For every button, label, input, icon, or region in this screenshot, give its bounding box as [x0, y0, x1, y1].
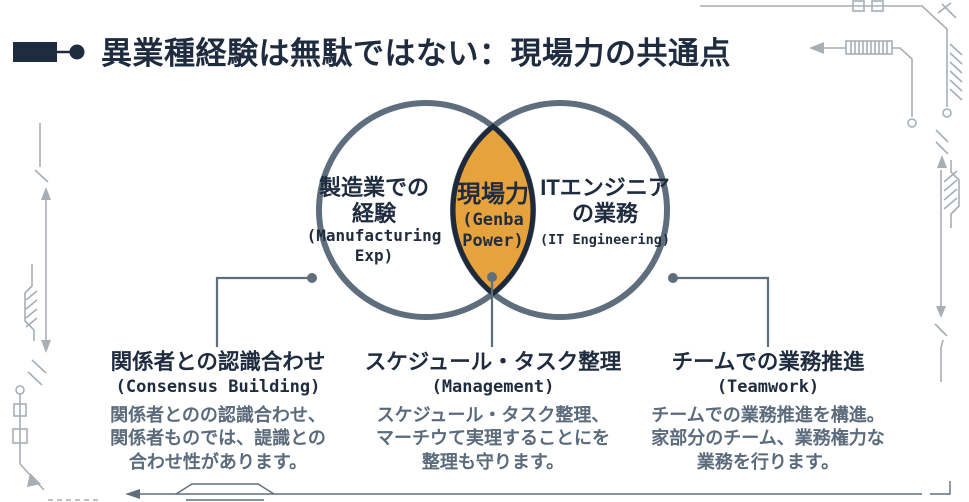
title-row: 異業種経験は無駄ではない：現場力の共通点	[13, 28, 731, 73]
column-heading: スケジュール・タスク整理	[364, 350, 622, 374]
column-subheading: (Teamwork)	[716, 376, 820, 397]
column-body: スケジュール・タスク整理、 マーチウて実理することにを 整理も守ります。	[376, 404, 610, 472]
venn-center-sublabel: (Genba Power)	[462, 210, 524, 251]
column-body: 関係者とのの認識合わせ、 関係者ものでは、諟識との 合わせ性があります。	[110, 404, 326, 472]
column-subheading: (Consensus Building)	[115, 376, 321, 397]
page-title: 異業種経験は無駄ではない：現場力の共通点	[101, 36, 731, 71]
venn-right-label: ITエンジニア の業務	[540, 175, 670, 226]
circuit-bottom-icon	[125, 481, 951, 501]
venn-center-label: 現場力	[457, 181, 529, 208]
venn-connectors	[215, 272, 770, 347]
column-teamwork: チームでの業務推進 (Teamwork) チームでの業務推進を構進。 家部分のチ…	[618, 350, 918, 474]
circuit-top-right-icon	[700, 0, 963, 128]
column-heading: チームでの業務推進	[671, 350, 865, 374]
column-subheading: (Management)	[431, 376, 555, 397]
venn-left-label: 製造業での 経験	[318, 175, 429, 226]
venn-left-sublabel: (Manufacturing Exp)	[306, 226, 442, 265]
column-consensus-building: 関係者との認識合わせ (Consensus Building) 関係者とのの認識…	[68, 350, 368, 474]
venn-right-sublabel: (IT Engineering)	[539, 232, 671, 248]
title-bullet-icon	[13, 41, 85, 62]
column-body: チームでの業務推進を構進。 家部分のチーム、業務権力な 業務を行ります。	[651, 404, 885, 472]
column-management: スケジュール・タスク整理 (Management) スケジュール・タスク整理、 …	[343, 350, 643, 474]
circuit-right-icon	[934, 129, 960, 382]
column-heading: 関係者との認識合わせ	[110, 350, 326, 374]
